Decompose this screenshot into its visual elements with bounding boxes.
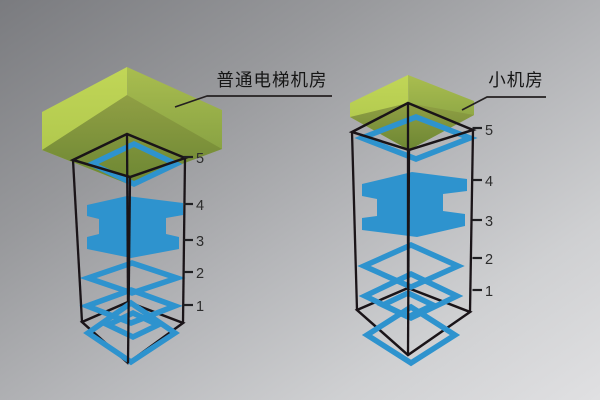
label-small-machine-room: 小机房 bbox=[488, 70, 544, 90]
small-machine-room-callout: 小机房 bbox=[461, 70, 546, 111]
floor-scale: 5 4 3 2 1 bbox=[183, 151, 204, 315]
small-machine-room-tower: 5 4 3 2 1 小机房 bbox=[348, 70, 546, 367]
shaft-wireframe bbox=[348, 101, 477, 356]
landing-diamond-floor1 bbox=[79, 287, 183, 326]
machine-room-underside-face bbox=[350, 103, 474, 150]
floor-number: 4 bbox=[485, 174, 493, 190]
floor-number: 1 bbox=[196, 299, 204, 315]
label-leader-line bbox=[174, 95, 332, 108]
machine-room-box-small bbox=[350, 75, 474, 150]
shaft-blue-elements bbox=[79, 140, 186, 366]
elevator-car bbox=[87, 196, 183, 258]
standard-machine-room-callout: 普通电梯机房 bbox=[174, 70, 332, 108]
elevator-car bbox=[362, 172, 467, 237]
shaft-edge-right bbox=[468, 129, 475, 313]
standard-machine-room-tower: 5 4 3 2 1 普通电梯机房 bbox=[42, 67, 332, 366]
floor-number: 4 bbox=[196, 198, 204, 214]
label-leader-line bbox=[461, 96, 546, 111]
floor-number: 5 bbox=[485, 123, 493, 139]
shaft-edge-left bbox=[350, 131, 359, 311]
floor-number: 3 bbox=[485, 214, 493, 230]
floor-scale: 5 4 3 2 1 bbox=[472, 123, 493, 300]
floor-number: 2 bbox=[485, 252, 493, 268]
landing-diamond-floor5 bbox=[354, 114, 478, 162]
floor-number: 3 bbox=[196, 234, 204, 250]
landing-diamond-floor5 bbox=[85, 140, 183, 188]
machine-room-box-large bbox=[42, 67, 222, 184]
pit-diamond-small bbox=[101, 309, 165, 341]
shaft-edge-front bbox=[126, 176, 132, 364]
floor-number: 2 bbox=[196, 266, 204, 282]
shaft-edge-front bbox=[406, 149, 411, 356]
landing-diamond-floor2 bbox=[357, 241, 465, 291]
pit-diamond-large bbox=[83, 299, 180, 366]
floor-number: 5 bbox=[196, 151, 204, 167]
label-standard-machine-room: 普通电梯机房 bbox=[217, 70, 328, 90]
floor-number: 1 bbox=[485, 284, 493, 300]
shaft-edge-left bbox=[71, 159, 84, 323]
pit-diamond-large bbox=[361, 303, 461, 367]
shaft-blue-elements bbox=[354, 114, 478, 367]
